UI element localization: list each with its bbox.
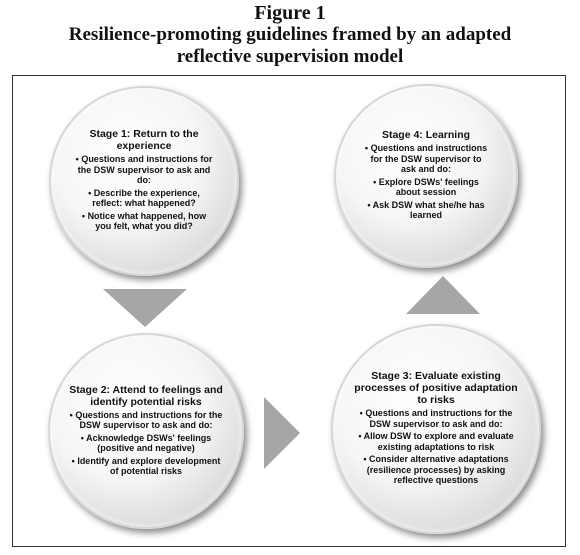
stage-2-bullet-list: Questions and instructions for the DSW s… xyxy=(68,410,224,479)
stage-4-bullet: Ask DSW what she/he has learned xyxy=(362,200,490,221)
stage-3-bullet: Questions and instructions for the DSW s… xyxy=(353,408,519,429)
stage-1-heading: Stage 1: Return to the experience xyxy=(89,128,199,153)
figure-title-line-1: Resilience-promoting guidelines framed b… xyxy=(68,24,512,45)
stage-4-heading: Stage 4: Learning xyxy=(381,129,471,142)
stage-3-heading: Stage 3: Evaluate existing processes of … xyxy=(354,370,518,407)
stage-2-bullet: Acknowledge DSWs' feelings (positive and… xyxy=(68,433,224,454)
arrow-up-shape xyxy=(406,276,480,314)
stage-3-circle: Stage 3: Evaluate existing processes of … xyxy=(331,324,541,534)
stage-4-bullet: Questions and instructions for the DSW s… xyxy=(362,143,490,175)
arrow-down-icon xyxy=(103,289,187,327)
stage-3-bullet: Consider alternative adaptations (resili… xyxy=(353,454,519,486)
stage-4-bullet: Explore DSWs' feelings about session xyxy=(362,177,490,198)
stage-1-bullet: Describe the experience, reflect: what h… xyxy=(75,188,213,209)
stage-2-heading: Stage 2: Attend to feelings and identify… xyxy=(69,383,223,408)
stage-4-circle: Stage 4: Learning Questions and instruct… xyxy=(334,84,518,268)
arrow-right-icon xyxy=(264,397,300,469)
stage-1-bullet: Notice what happened, how you felt, what… xyxy=(75,211,213,232)
stage-4-bullet-list: Questions and instructions for the DSW s… xyxy=(362,143,490,223)
arrow-right-shape xyxy=(264,397,300,469)
stage-1-bullet: Questions and instructions for the DSW s… xyxy=(75,154,213,186)
figure-label: Figure 1 xyxy=(254,2,326,24)
figure-title-line-2: reflective supervision model xyxy=(176,46,404,67)
stage-2-bullet: Questions and instructions for the DSW s… xyxy=(68,410,224,431)
stage-3-bullet: Allow DSW to explore and evaluate existi… xyxy=(353,431,519,452)
stage-1-circle: Stage 1: Return to the experience Questi… xyxy=(49,86,239,276)
arrow-up-icon xyxy=(406,276,480,314)
stage-3-bullet-list: Questions and instructions for the DSW s… xyxy=(353,408,519,488)
stage-2-circle: Stage 2: Attend to feelings and identify… xyxy=(48,333,244,529)
arrow-down-shape xyxy=(103,289,187,327)
stage-2-bullet: Identify and explore development of pote… xyxy=(68,456,224,477)
stage-1-bullet-list: Questions and instructions for the DSW s… xyxy=(75,154,213,234)
